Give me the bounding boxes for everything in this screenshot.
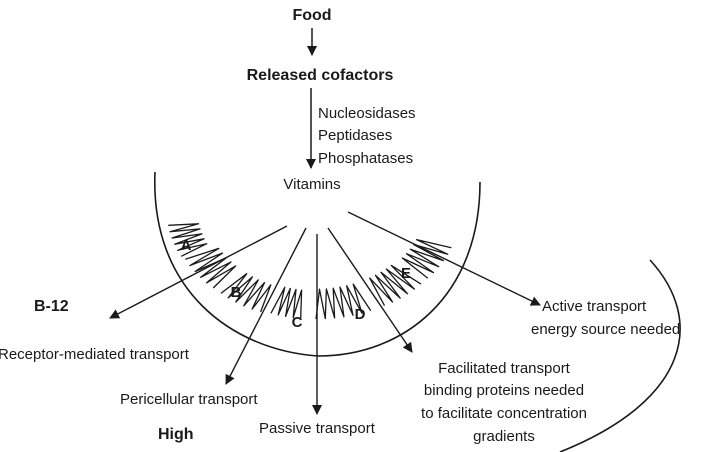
high-label: High: [158, 426, 194, 443]
segment-b-label: B: [231, 284, 242, 301]
outer-lumen-arc: [559, 259, 681, 452]
outer-cell-boundary: [154, 171, 481, 357]
released-cofactors-label: Released cofactors: [247, 67, 394, 84]
enzyme-nucleosidases: Nucleosidases: [318, 105, 416, 122]
arrow-receptor: [109, 225, 288, 319]
facilitated-line-2: binding proteins needed: [424, 382, 584, 399]
b12-label: B-12: [34, 298, 69, 315]
segment-a-label: A: [181, 237, 192, 254]
microvilli-group-7: [401, 238, 452, 279]
food-label: Food: [292, 7, 331, 24]
vitamins-label: Vitamins: [283, 176, 340, 193]
facilitated-line-4: gradients: [473, 428, 535, 445]
segment-e-label: E: [401, 265, 411, 282]
microvilli-group-3: [220, 273, 272, 313]
facilitated-line-1: Facilitated transport: [438, 360, 571, 377]
enzyme-peptidases: Peptidases: [318, 127, 392, 144]
microvilli-group-6: [369, 264, 422, 306]
enzyme-phosphatases: Phosphatases: [318, 150, 413, 167]
segment-d-label: D: [355, 306, 366, 323]
passive-label: Passive transport: [259, 420, 376, 437]
microvilli-group-1: [168, 223, 208, 257]
active-line-1: Active transport: [542, 298, 647, 315]
microvilli-group-5: [315, 283, 372, 320]
arrow-facilitated: [327, 227, 413, 353]
microvilli-group-2: [185, 247, 237, 289]
facilitated-line-3: to facilitate concentration: [421, 405, 587, 422]
pericellular-label: Pericellular transport: [120, 391, 258, 408]
segment-c-label: C: [292, 314, 303, 331]
microvilli-group-4: [270, 286, 303, 319]
active-line-2: energy source needed: [531, 321, 680, 338]
receptor-mediated-label: Receptor-mediated transport: [0, 346, 190, 363]
arrow-pericellular: [225, 227, 307, 385]
arrow-active: [347, 211, 541, 306]
